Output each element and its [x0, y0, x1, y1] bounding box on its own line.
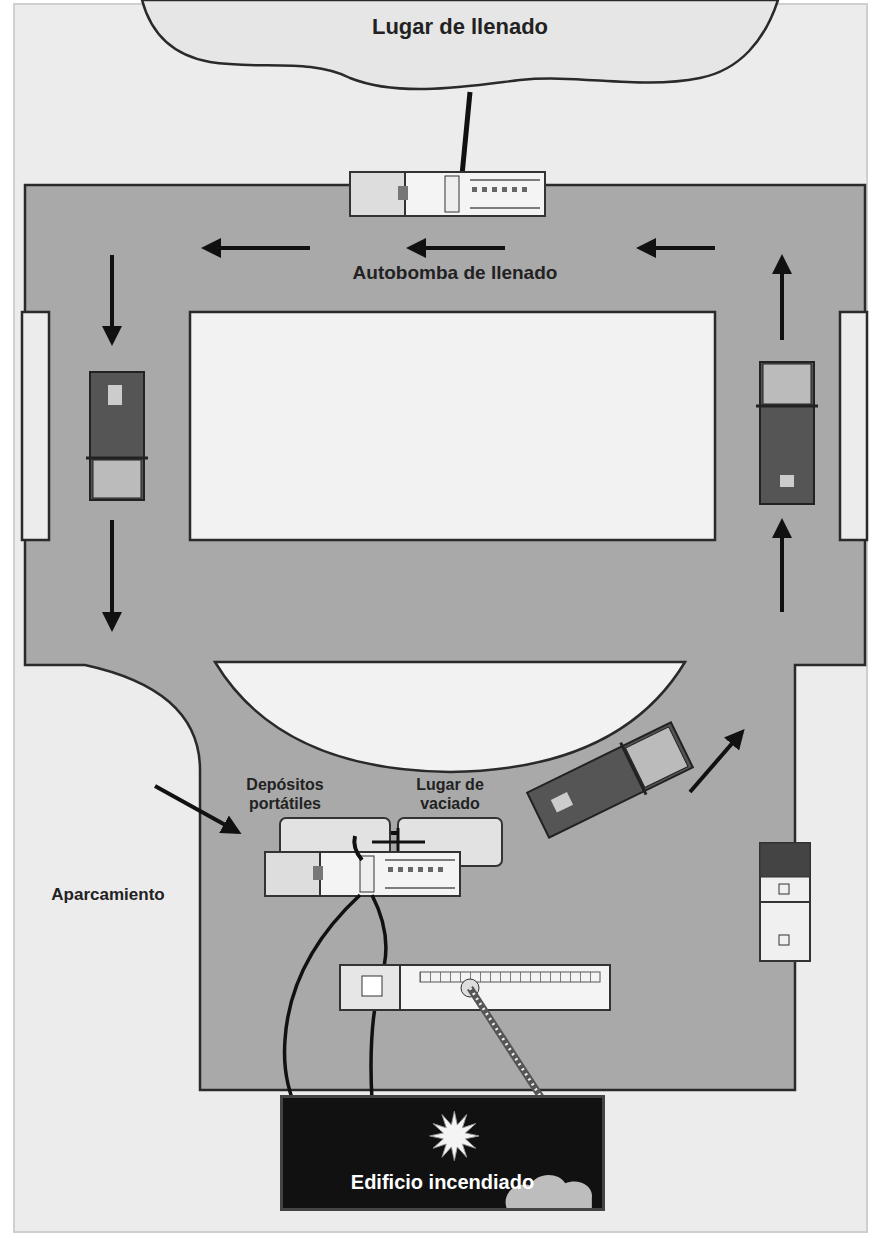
water-tender	[756, 362, 818, 504]
water-tender	[86, 372, 148, 500]
burning-building: Edificio incendiado	[280, 1095, 605, 1211]
road	[25, 185, 865, 1090]
fill-site-cloud: Lugar de llenado	[140, 0, 780, 96]
aerial-ladder	[470, 988, 548, 1108]
area-label: Depósitos portátiles	[222, 774, 348, 814]
area-label: Aparcamiento	[48, 884, 167, 906]
city-block	[190, 312, 715, 540]
region-label: Edificio incendiado	[351, 1171, 534, 1194]
aerial-ladder-truck	[340, 965, 610, 1010]
road-label: Autobomba de llenado	[350, 261, 561, 286]
filling-pumper	[350, 172, 545, 216]
parked-tender	[760, 843, 810, 961]
area-label: Lugar de vaciado	[397, 774, 503, 814]
page-frame	[14, 4, 867, 1232]
region-label: Lugar de llenado	[372, 14, 548, 40]
side-block	[840, 312, 867, 540]
water-tender	[525, 719, 694, 841]
suction-hose	[354, 836, 362, 860]
ladder-rungs	[470, 988, 548, 1108]
side-block	[22, 312, 49, 540]
suction-hose	[462, 92, 470, 175]
